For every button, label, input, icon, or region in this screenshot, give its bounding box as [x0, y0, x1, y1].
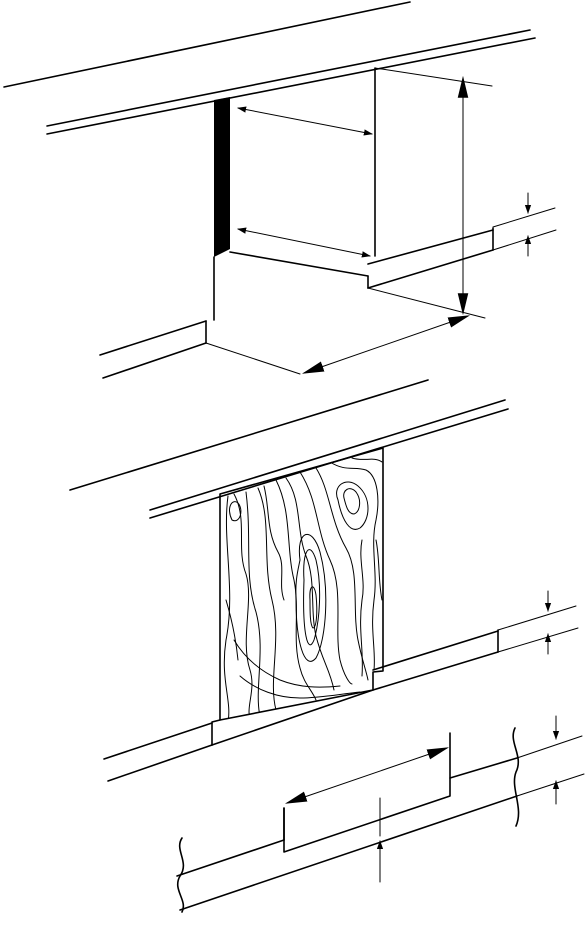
base-2-top-right — [373, 631, 498, 670]
dim-3-length — [287, 748, 447, 803]
dim-depth — [304, 316, 468, 373]
wood-grain — [224, 458, 382, 722]
figure-panel-installed — [70, 380, 578, 781]
base-2-bottom-left — [108, 745, 212, 781]
ext-2-thick-top — [498, 606, 576, 630]
base-bottom-right — [368, 250, 493, 288]
header-line-upper — [47, 30, 530, 126]
base-2-bottom-right — [373, 652, 498, 690]
header-line-2-upper — [150, 400, 505, 510]
break-line-right — [513, 728, 518, 826]
dim-width-top — [238, 108, 372, 134]
board-notch — [284, 758, 517, 852]
base-2-top-left — [104, 723, 212, 759]
ext-thick-top — [493, 208, 555, 227]
base-top-right — [368, 230, 493, 264]
panel-foot — [212, 720, 220, 722]
dim-width-bottom — [238, 229, 370, 256]
box-bottom-edge — [230, 252, 368, 276]
ext-depth-left — [206, 343, 300, 374]
figure-edge-detail — [177, 716, 584, 912]
ext-2-thick-bottom — [498, 628, 578, 652]
ext-3-thick-top — [517, 736, 582, 758]
board-top-left — [177, 840, 284, 876]
figure-recess-dimensions — [4, 2, 556, 378]
ext-bottom — [368, 288, 485, 318]
ceiling-line-2 — [70, 380, 428, 490]
jamb-strip — [214, 97, 230, 257]
ext-3-thick-bottom — [517, 774, 584, 796]
header-line-lower — [47, 38, 535, 134]
base-top-left — [100, 321, 206, 355]
ext-thick-bottom — [493, 230, 556, 250]
ext-top — [375, 68, 492, 86]
board-bottom — [180, 796, 517, 910]
